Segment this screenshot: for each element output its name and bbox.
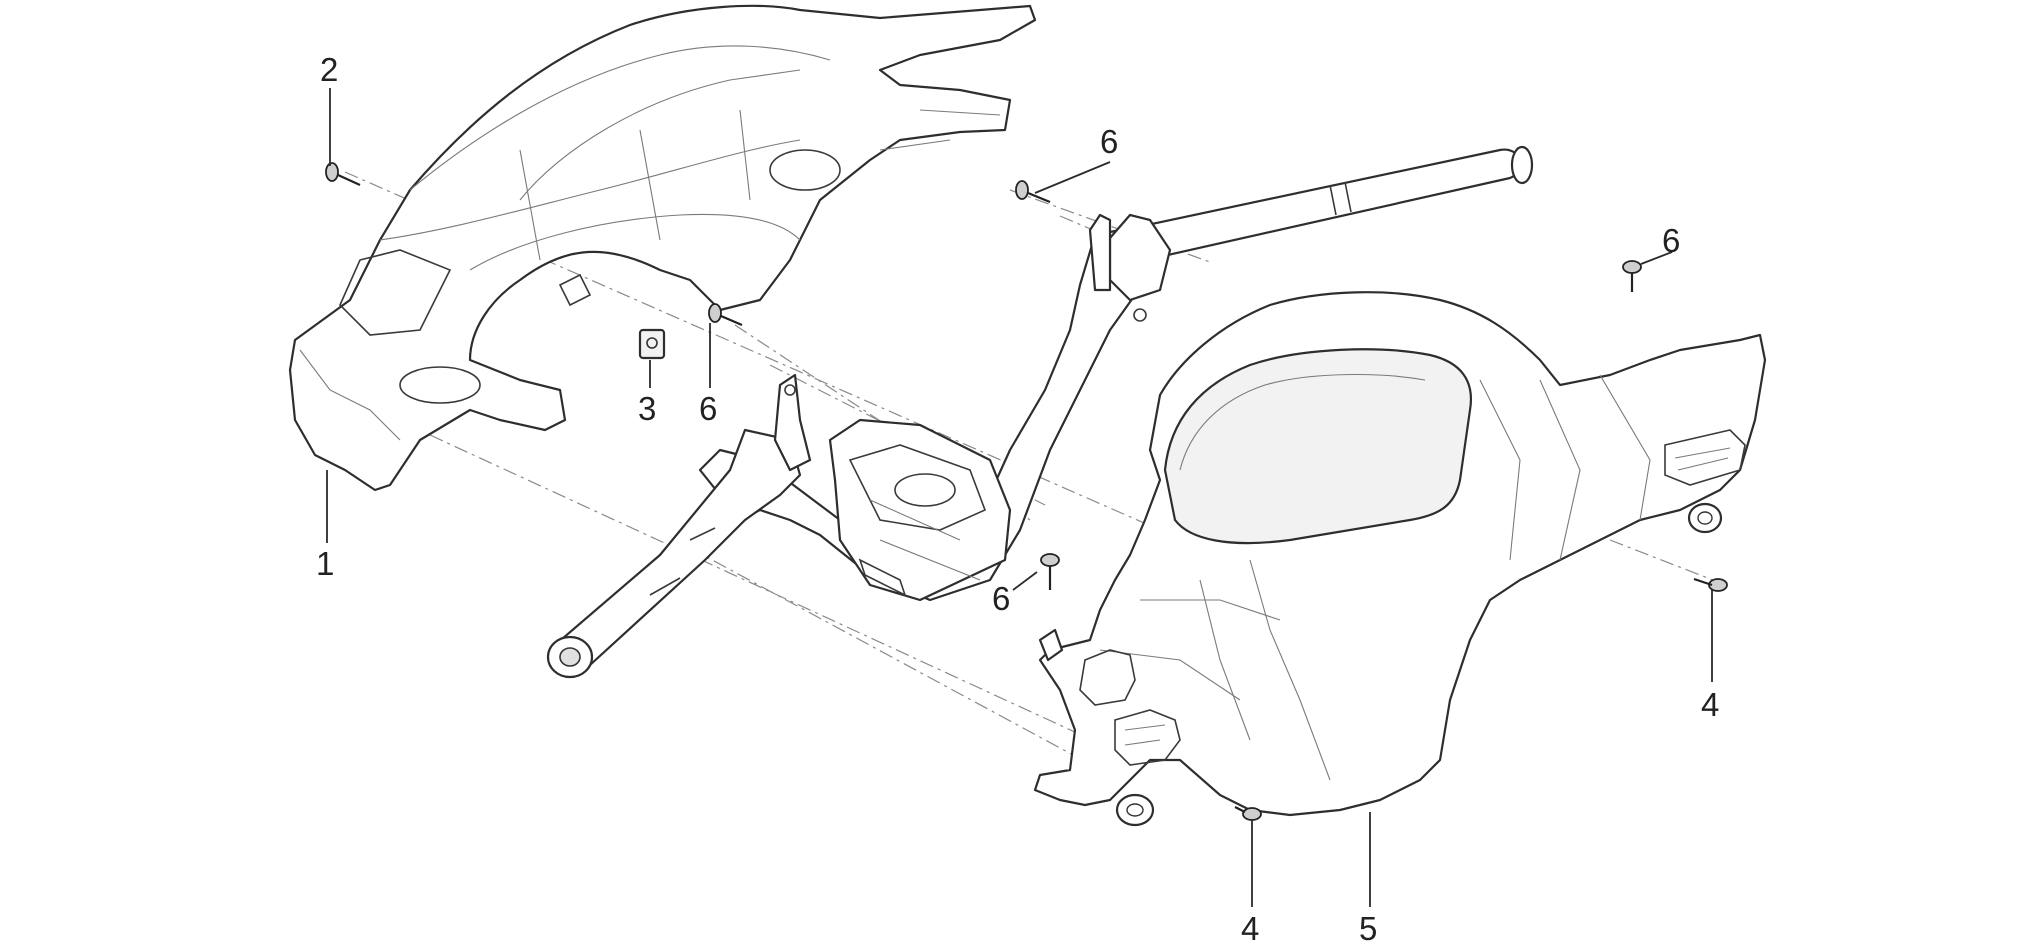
callout-labels: 1 2 3 6 6 6 6 4 4 5 <box>316 51 1719 947</box>
screw-6-lower <box>1040 553 1060 590</box>
callout-4-bottom: 4 <box>1241 910 1259 947</box>
front-handlebar-cover <box>1033 291 1767 827</box>
screw-6-mid <box>708 303 743 327</box>
screw-4-right <box>1693 577 1728 592</box>
callout-6-top: 6 <box>1100 123 1118 160</box>
screw-6-upper <box>1015 180 1051 204</box>
callout-2: 2 <box>320 51 338 88</box>
handlebar-assembly <box>546 145 1534 679</box>
callout-6-right: 6 <box>1662 222 1680 259</box>
clip-nut <box>638 328 666 360</box>
rear-handlebar-cover <box>288 4 1037 492</box>
screw-6-right <box>1622 260 1642 292</box>
callout-3: 3 <box>638 390 656 427</box>
screw-2 <box>325 162 361 187</box>
leader-lines <box>326 88 1713 907</box>
callout-6-lower: 6 <box>992 580 1010 617</box>
callout-5: 5 <box>1359 910 1377 947</box>
callout-1: 1 <box>316 545 334 582</box>
callout-6-mid: 6 <box>699 390 717 427</box>
callout-4-right: 4 <box>1701 686 1719 723</box>
screw-4-bottom <box>1234 806 1262 821</box>
